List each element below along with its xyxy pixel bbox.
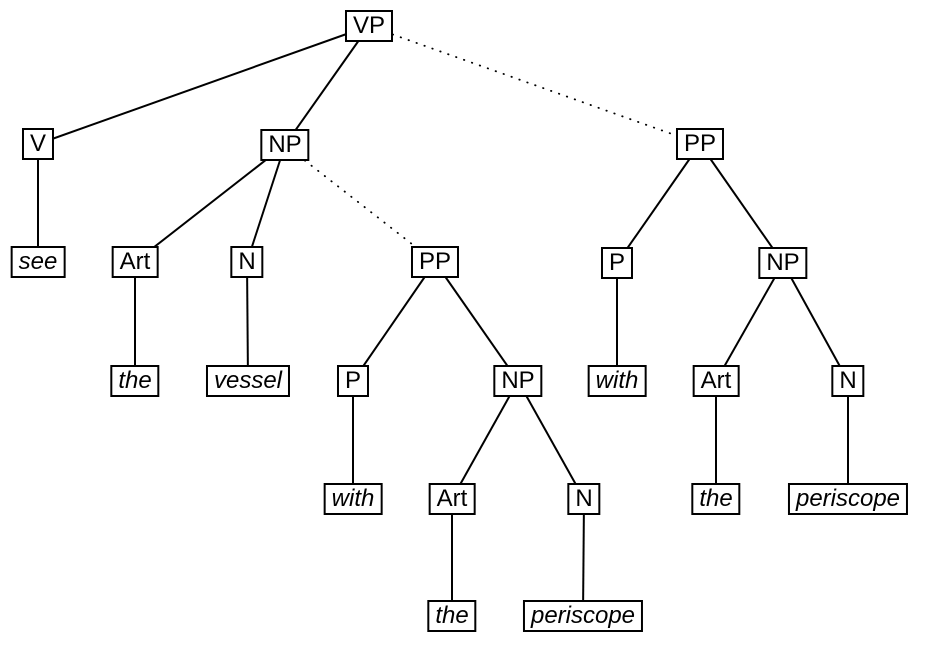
tree-node-np_obj: NP [260, 129, 310, 161]
tree-node-the_hi: the [691, 483, 741, 515]
tree-edge-np_obj-pp_lo [284, 144, 436, 263]
tree-node-np_lo: NP [493, 365, 543, 397]
tree-node-np_hi: NP [758, 247, 808, 279]
tree-edge-vp-np_obj [284, 25, 370, 146]
tree-edge-np_lo-art_lo [451, 380, 519, 500]
tree-node-pp_lo: PP [410, 246, 460, 278]
tree-node-art_hi: Art [692, 365, 740, 397]
tree-node-n_obj: N [230, 246, 264, 278]
tree-edge-pp_hi-p_hi [616, 143, 701, 264]
tree-node-art_lo: Art [428, 483, 476, 515]
tree-edge-np_hi-art_hi [715, 262, 784, 382]
tree-edge-vp-v [37, 25, 370, 145]
tree-node-pp_hi: PP [675, 128, 725, 160]
tree-edge-n_lo-periscope_lo [582, 498, 585, 617]
tree-node-periscope_lo: periscope [522, 600, 644, 632]
tree-edge-vp-pp_hi [368, 25, 701, 145]
tree-edge-n_obj-vessel [246, 261, 249, 382]
tree-node-with_hi: with [587, 365, 647, 397]
tree-node-v: V [21, 128, 55, 160]
tree-node-vessel: vessel [205, 365, 291, 397]
tree-edge-np_lo-n_lo [517, 380, 585, 500]
tree-edge-pp_hi-np_hi [699, 143, 784, 264]
tree-edge-np_obj-n_obj [246, 144, 286, 263]
tree-edge-np_hi-n_hi [782, 262, 849, 382]
tree-node-p_lo: P [336, 365, 370, 397]
tree-node-art_obj: Art [111, 246, 159, 278]
tree-node-the_obj: the [110, 365, 160, 397]
tree-edge-np_obj-art_obj [134, 144, 286, 263]
tree-node-n_hi: N [831, 365, 865, 397]
tree-node-periscope_hi: periscope [787, 483, 909, 515]
tree-node-p_hi: P [600, 247, 634, 279]
tree-edge-pp_lo-np_lo [434, 261, 519, 382]
tree-node-vp: VP [344, 10, 394, 42]
tree-node-the_lo: the [427, 600, 477, 632]
tree-node-see: see [10, 246, 66, 278]
tree-edge-pp_lo-p_lo [352, 261, 436, 382]
tree-node-with_lo: with [323, 483, 383, 515]
tree-node-n_lo: N [567, 483, 601, 515]
